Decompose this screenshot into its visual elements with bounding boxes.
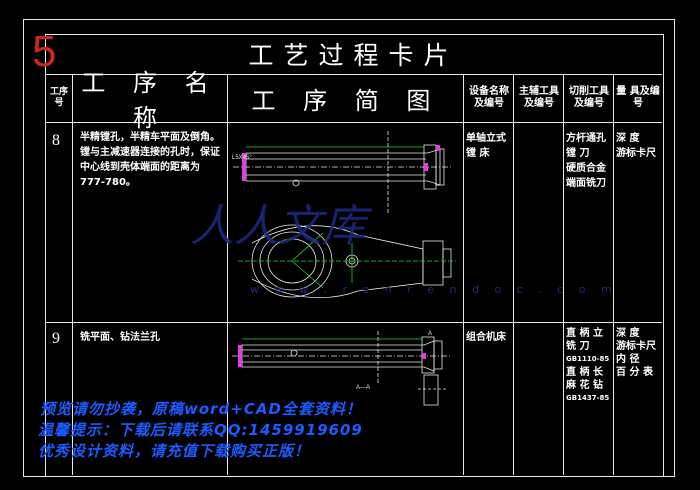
watermark-line: 温馨提示：下载后请联系QQ:1459919609 (38, 421, 363, 439)
section-label: A—A (356, 385, 370, 391)
row8-equipment: 单轴立式 镗 床 (466, 131, 512, 161)
watermark-line: 优秀设计资料，请充值下载购买正版！ (38, 442, 311, 460)
step8-sketch: L5X45° (232, 131, 456, 299)
row9-measuring-tool: 深 度 游标卡尺 内 径 百 分 表 (616, 327, 662, 379)
row8-measuring-tool: 深 度 游标卡尺 (616, 131, 662, 161)
row8-cutting-tool-line: 方杆通孔 (566, 133, 606, 144)
row8-step-no: 8 (52, 132, 60, 149)
row8-step-name-line: 镗与主减速器连接的孔时，保证中心线到壳体端面的距离为777-780。 (80, 147, 220, 188)
row9-step-no: 9 (52, 330, 60, 347)
col-divider (513, 74, 514, 475)
col-divider (72, 74, 73, 475)
row9-measuring-tool-line: 深 度 (616, 328, 640, 339)
step9-sketch: A A—A (232, 331, 450, 406)
watermark-logo: 人人文库 (190, 201, 366, 252)
card-title: 工艺过程卡片 (45, 34, 662, 75)
row9-measuring-tool-line: 内 径 (616, 354, 640, 365)
header-step-name: 工 序 名 称 (81, 69, 219, 132)
row8-cutting-tool-line: 端面铣刀 (566, 178, 606, 189)
col-divider (227, 74, 228, 475)
watermark-url: w w w . r e n r e n d o c . c o m (250, 283, 618, 296)
row9-measuring-tool-line: 百 分 表 (616, 367, 653, 378)
header-step-sketch: 工 序 简 图 (251, 86, 441, 115)
row9-step-name-line: 铣平面、钻法兰孔 (80, 332, 160, 343)
row9-cutting-tool-line: GB1110-85 (566, 355, 610, 363)
drawing-mark: A (428, 331, 432, 337)
watermark-line: 预览请勿抄袭，原稿word+CAD全套资料！ (40, 400, 362, 418)
header-fixture: 主辅工具及编号 (519, 86, 559, 109)
row8-cutting-tool-line: 硬质合金 (566, 163, 606, 174)
col-divider (613, 74, 614, 475)
row8-equipment-line: 单轴立式 (466, 133, 506, 144)
row8-step-name: 半精镗孔，半精车平面及倒角。 镗与主减速器连接的孔时，保证中心线到壳体端面的距离… (80, 130, 224, 190)
col-divider (563, 74, 564, 475)
row-divider (45, 322, 662, 323)
sheet-number: 5 (32, 27, 57, 76)
row9-equipment: 组合机床 (466, 330, 512, 345)
row8-measuring-tool-line: 深 度 (616, 133, 640, 144)
row9-step-name: 铣平面、钻法兰孔 (80, 330, 224, 345)
header-cutting-tool: 切削工具及编号 (569, 86, 609, 109)
row8-step-name-line: 半精镗孔，半精车平面及倒角。 (80, 132, 220, 143)
row9-cutting-tool-line: 直 柄 长 (566, 367, 603, 378)
header-step-no: 工序号 (49, 87, 68, 108)
header-divider (45, 122, 662, 123)
col-divider (463, 74, 464, 475)
row8-equipment-line: 镗 床 (466, 148, 490, 159)
row9-cutting-tool: 直 柄 立 铣 刀 GB1110-85 直 柄 长 麻 花 钻 GB1437-8… (566, 327, 612, 405)
header-equipment: 设备名称及编号 (469, 86, 509, 109)
row9-cutting-tool-line: 铣 刀 (566, 341, 590, 352)
row8-measuring-tool-line: 游标卡尺 (616, 148, 656, 159)
row8-cutting-tool: 方杆通孔 镗 刀 硬质合金 端面铣刀 (566, 131, 612, 191)
header-measuring-tool: 量 具及编号 (616, 86, 660, 109)
row9-measuring-tool-line: 游标卡尺 (616, 341, 656, 352)
row8-cutting-tool-line: 镗 刀 (566, 148, 590, 159)
row9-cutting-tool-line: GB1437-85 (566, 394, 610, 402)
row9-cutting-tool-line: 麻 花 钻 (566, 380, 603, 391)
row9-cutting-tool-line: 直 柄 立 (566, 328, 603, 339)
drawing-label: L5X45° (232, 155, 252, 161)
row9-equipment-line: 组合机床 (466, 332, 506, 343)
card-frame (45, 34, 664, 477)
